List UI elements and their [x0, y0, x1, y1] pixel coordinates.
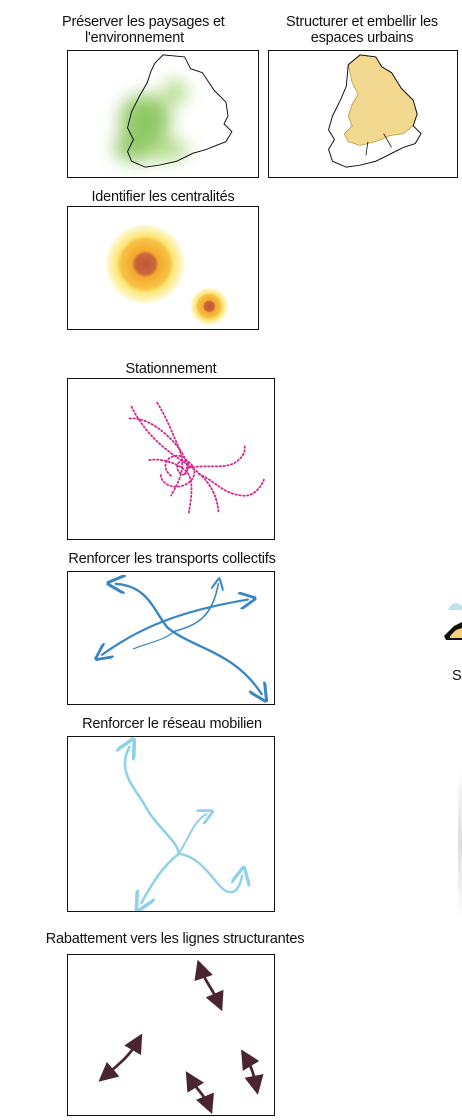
transit-line-2 [116, 584, 262, 694]
preserve-map [113, 54, 233, 168]
transit-line-1 [102, 600, 248, 655]
preserve-title: Préserver les paysages et l'environnemen… [62, 14, 225, 46]
transit-map [68, 572, 274, 704]
cropped-line-fragment [458, 768, 462, 918]
cropped-icon-fragment [444, 603, 462, 640]
centralities-panel [67, 206, 259, 330]
centralities-map [105, 224, 228, 326]
major-centrality [105, 224, 185, 304]
structure-panel [268, 50, 458, 178]
transit-panel [67, 571, 275, 705]
structure-title: Structurer et embellir les espaces urbai… [262, 14, 462, 46]
cropped-label-fragment: S [452, 668, 462, 684]
parking-title: Stationnement [125, 361, 217, 377]
structure-title-line2: espaces urbains [310, 30, 414, 46]
preserve-panel [67, 50, 259, 178]
commune-outline [328, 54, 422, 168]
preserve-title-line1: Préserver les paysages et [62, 14, 225, 30]
feeder-map [98, 959, 264, 1115]
mobility-panel [67, 736, 275, 912]
structure-title-line1: Structurer et embellir les [286, 14, 438, 30]
preserve-title-line2: l'environnement [85, 30, 184, 46]
parking-panel [67, 378, 275, 540]
commune-outline [127, 54, 233, 168]
structure-map [328, 54, 422, 168]
urban-zone [343, 54, 418, 146]
transit-line-3 [174, 584, 218, 632]
centralities-title: Identifier les centralités [91, 189, 235, 205]
mobility-map [68, 737, 274, 911]
feeder-panel [67, 954, 275, 1116]
minor-centrality [190, 287, 228, 326]
parking-map [128, 401, 265, 515]
transit-title: Renforcer les transports collectifs [68, 551, 276, 567]
feeder-title: Rabattement vers les lignes structurante… [45, 931, 305, 947]
mobility-title: Renforcer le réseau mobilien [82, 716, 262, 732]
green-zone [113, 80, 189, 162]
